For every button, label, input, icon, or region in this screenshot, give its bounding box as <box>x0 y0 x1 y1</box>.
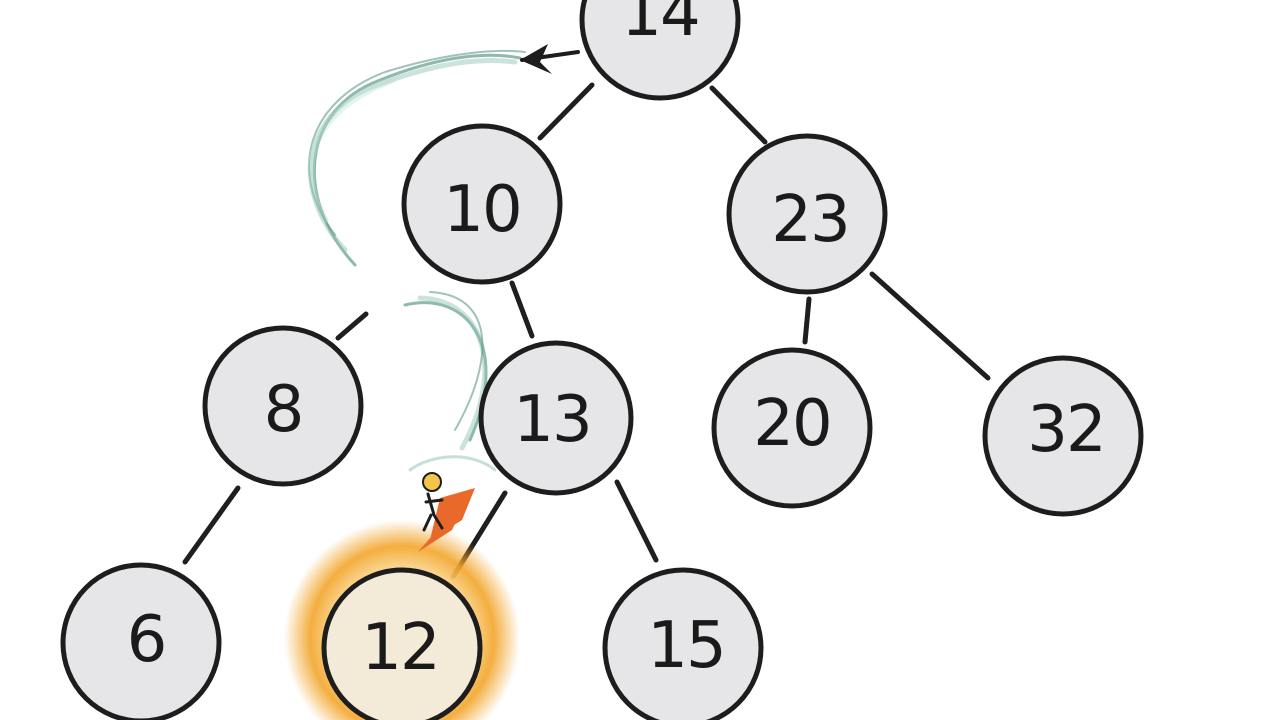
node-label: 23 <box>771 183 848 257</box>
node-label: 14 <box>621 0 698 51</box>
node-label: 8 <box>264 373 303 447</box>
motion-trail-top <box>307 49 526 267</box>
node-label: 12 <box>361 611 438 685</box>
edge-14-10 <box>537 82 595 141</box>
tree-node-12: 12 <box>321 567 483 720</box>
node-label: 10 <box>443 173 520 247</box>
motion-trail-mid <box>403 291 497 472</box>
edge-10-8 <box>335 311 369 341</box>
tree-node-6: 6 <box>60 562 222 720</box>
tree-node-32: 32 <box>982 355 1144 517</box>
tree-node-13: 13 <box>478 340 634 496</box>
node-label: 6 <box>127 603 166 677</box>
edge-10-13 <box>509 280 535 339</box>
node-label: 13 <box>513 383 590 457</box>
tree-node-20: 20 <box>711 347 873 509</box>
tree-node-14: 14 <box>579 0 741 101</box>
tree-node-23: 23 <box>726 133 888 295</box>
edge-14-23 <box>709 85 768 145</box>
node-label: 20 <box>753 387 830 461</box>
tree-node-8: 8 <box>202 325 364 487</box>
tree-node-10: 10 <box>401 123 563 285</box>
node-label: 32 <box>1027 393 1104 467</box>
tree-node-15: 15 <box>602 567 764 720</box>
node-label: 15 <box>647 609 724 683</box>
tree-edges <box>182 82 991 580</box>
edge-23-32 <box>869 271 991 381</box>
arrow-left-icon <box>520 44 580 74</box>
edge-13-15 <box>614 479 659 563</box>
edge-8-6 <box>182 485 241 565</box>
edge-23-20 <box>802 296 812 345</box>
running-character-icon <box>418 472 475 552</box>
